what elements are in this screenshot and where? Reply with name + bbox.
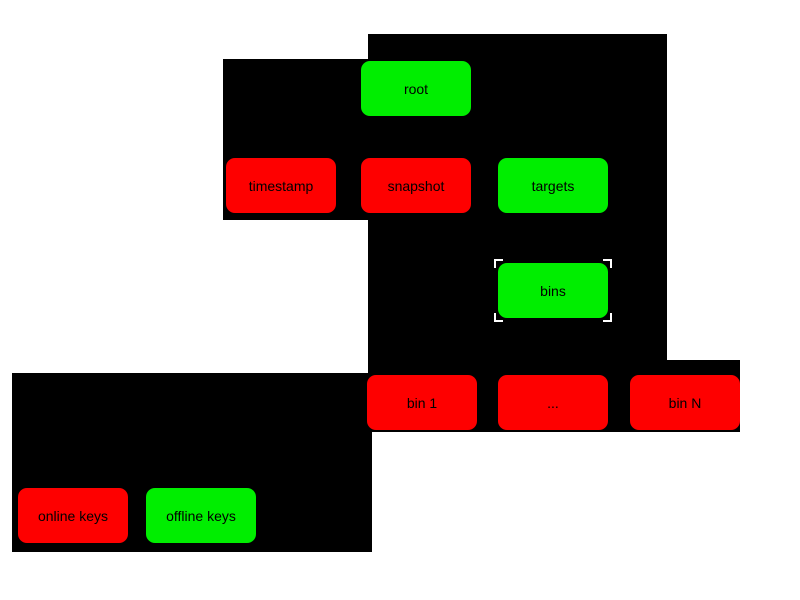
node-timestamp[interactable]: timestamp: [226, 158, 336, 213]
node-label-timestamp: timestamp: [248, 177, 314, 194]
node-root[interactable]: root: [361, 61, 471, 116]
node-targets[interactable]: targets: [498, 158, 608, 213]
node-label-targets: targets: [531, 177, 575, 194]
node-label-offline-keys: offline keys: [166, 507, 236, 524]
node-offline-keys[interactable]: offline keys: [146, 488, 256, 543]
node-online-keys[interactable]: online keys: [18, 488, 128, 543]
node-label-bins: bins: [540, 282, 566, 299]
node-label-online-keys: online keys: [37, 507, 109, 524]
node-snapshot[interactable]: snapshot: [361, 158, 471, 213]
node-label-bin-ellipsis: ...: [547, 394, 559, 411]
node-label-root: root: [403, 80, 429, 97]
node-label-bin-1: bin 1: [406, 394, 438, 411]
node-bins[interactable]: bins: [494, 259, 612, 322]
node-label-snapshot: snapshot: [387, 177, 445, 194]
node-bin-n[interactable]: bin N: [630, 375, 740, 430]
node-label-bin-n: bin N: [668, 394, 702, 411]
node-bin-1[interactable]: bin 1: [367, 375, 477, 430]
node-bin-ellipsis[interactable]: ...: [498, 375, 608, 430]
